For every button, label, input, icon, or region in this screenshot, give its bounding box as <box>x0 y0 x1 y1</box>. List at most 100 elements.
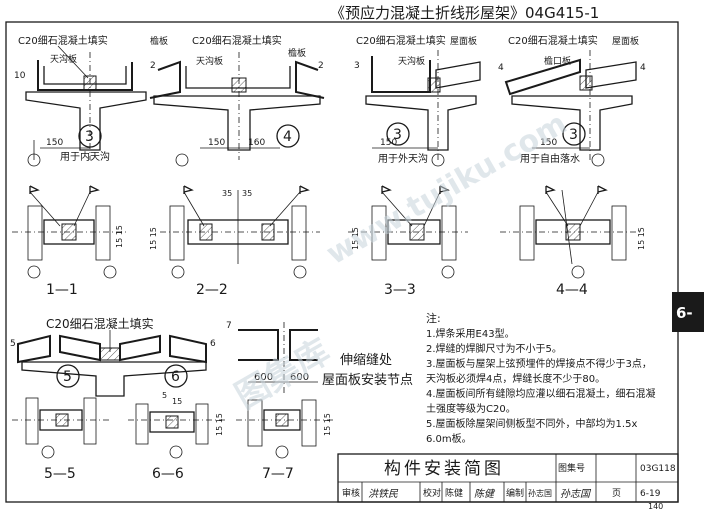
page-title: 《预应力混凝土折线形屋架》04G415-1 <box>330 4 599 22</box>
detail-3-roof-label: 屋面板 <box>450 35 477 47</box>
detail-7-dim-right: 600 <box>290 372 309 383</box>
detail-4-fill-note: C20细石混凝土填实 <box>508 34 598 47</box>
section-2-2-label: 2—2 <box>196 282 228 298</box>
detail-2: 檐板 C20细石混凝土填实 檐板 天沟板 2 2 150 160 4 <box>149 34 325 167</box>
detail-7-dim-left: 600 <box>254 372 273 383</box>
section-2-2: 35 35 15 15 2—2 <box>149 185 320 298</box>
review-signature: 洪铁民 <box>368 488 399 500</box>
detail-2-eave-right: 檐板 <box>288 47 306 59</box>
section-6-6: 5 15 15 15 6—6 <box>128 391 226 482</box>
detail-4-mark-left: 4 <box>498 63 504 73</box>
review-label: 审核 <box>342 487 360 499</box>
detail-2-gutter-label: 天沟板 <box>196 55 223 67</box>
note-line: 5.屋面板除屋架间侧板型不同外，中部均为1.5x <box>426 417 637 430</box>
atlas-number: 03G118 <box>640 464 676 474</box>
section-4-4: 15 15 4—4 <box>500 185 646 298</box>
detail-5-number: 5 <box>63 369 72 385</box>
section-3-3-label: 3—3 <box>384 282 416 298</box>
detail-1: C20细石混凝土填实 天沟板 10 150 3 用于内天沟 <box>14 34 147 167</box>
section-7-7-label: 7—7 <box>262 466 294 482</box>
drawing-title: 构件安装简图 <box>384 459 504 479</box>
detail-3-caption: 用于外天沟 <box>378 152 428 165</box>
detail-2-eave-left: 檐板 <box>150 35 168 47</box>
watermark-brand: 图集库 <box>229 331 337 417</box>
detail-3-gutter-label: 天沟板 <box>398 55 425 67</box>
detail-2-number: 4 <box>283 129 292 145</box>
page-code: 6-19 <box>640 489 661 499</box>
detail-3-number: 3 <box>393 127 402 143</box>
section-2-2-dim-a: 35 <box>222 189 232 198</box>
detail-3-mark: 3 <box>354 61 360 71</box>
note-line: 4.屋面板间所有缝隙均应灌以细石混凝土，细石混凝 <box>426 387 656 400</box>
section-7-7-dim-v: 15 15 <box>323 413 332 436</box>
watermark: www.tujiku.com 图集库 <box>229 106 573 417</box>
notes-heading: 注: <box>426 311 441 325</box>
watermark-site: www.tujiku.com <box>321 106 573 272</box>
section-3-3: 15 15 3—3 <box>348 185 468 298</box>
detail-5-mark: 5 <box>10 339 16 349</box>
detail-3-fill-note: C20细石混凝土填实 <box>356 34 446 47</box>
detail-4: C20细石混凝土填实 屋面板 4 4 檐口板 150 3 用于自由落水 <box>498 34 646 167</box>
section-5-5-label: 5—5 <box>44 466 76 482</box>
page-number: 140 <box>648 502 663 510</box>
detail-1-dim1: 10 <box>14 71 26 81</box>
section-5-5: 5—5 <box>12 397 110 482</box>
detail-1-number: 3 <box>85 129 94 145</box>
note-line: 3.屋面板与屋架上弦预埋件的焊接点不得少于3点， <box>426 357 652 370</box>
section-1-1-dim: 15 15 <box>115 225 124 248</box>
detail-5-6: C20细石混凝土填实 5 6 5 6 <box>10 316 216 397</box>
section-4-4-label: 4—4 <box>556 282 588 298</box>
section-6-6-label: 6—6 <box>152 466 184 482</box>
expansion-joint-subtitle: 屋面板安装节点 <box>322 373 413 388</box>
check-name: 陈健 <box>445 487 463 499</box>
detail-4-dim: 150 <box>540 138 557 148</box>
detail-4-eave-label: 檐口板 <box>544 55 571 67</box>
detail-4-caption: 用于自由落水 <box>520 152 580 165</box>
detail-5-6-fill-note: C20细石混凝土填实 <box>46 316 154 331</box>
detail-4-roof-label: 屋面板 <box>612 35 639 47</box>
design-label: 编制 <box>506 487 524 499</box>
section-1-1: 15 15 1—1 <box>12 185 126 298</box>
expansion-joint-title: 伸缩缝处 <box>340 352 392 368</box>
atlas-label: 图集号 <box>558 462 585 474</box>
section-7-7: 15 15 7—7 <box>236 399 334 482</box>
detail-2-dim1: 150 <box>208 138 225 148</box>
detail-7: 7 600 600 伸缩缝处 屋面板安装节点 <box>226 321 413 394</box>
detail-3-dim: 150 <box>380 138 397 148</box>
section-6-6-dim-a: 5 <box>162 391 167 400</box>
section-3-3-dim: 15 15 <box>351 227 360 250</box>
detail-6-number: 6 <box>171 369 180 385</box>
detail-1-gutter-label: 天沟板 <box>50 53 77 65</box>
section-1-1-label: 1—1 <box>46 282 78 298</box>
side-tab: 6- <box>676 304 693 322</box>
detail-2-mark-left: 2 <box>150 61 156 71</box>
page-label: 页 <box>612 488 621 499</box>
section-6-6-dim-b: 15 <box>172 397 182 406</box>
notes: 注: 1.焊条采用E43型。 2.焊缝的焊脚尺寸为不小于5。 3.屋面板与屋架上… <box>426 311 656 445</box>
design-name: 孙志国 <box>528 488 552 498</box>
detail-1-number-circle <box>78 124 102 148</box>
detail-1-dim2: 150 <box>46 138 63 148</box>
check-signature: 陈健 <box>474 488 496 500</box>
detail-5-circle <box>56 364 80 388</box>
section-4-4-dim: 15 15 <box>637 227 646 250</box>
design-signature: 孙志国 <box>560 488 592 500</box>
note-line: 1.焊条采用E43型。 <box>426 327 515 340</box>
detail-6-mark: 6 <box>210 339 216 349</box>
note-line: 6.0m板。 <box>426 432 472 445</box>
detail-2-dim2: 160 <box>248 138 265 148</box>
section-2-2-dim-b: 35 <box>242 189 252 198</box>
side-tab-box <box>672 292 704 332</box>
section-6-6-dim-v: 15 15 <box>215 413 224 436</box>
detail-3: C20细石混凝土填实 屋面板 3 天沟板 150 3 用于外天沟 <box>354 34 481 167</box>
note-line: 天沟板必须焊4点，焊缝长度不少于80。 <box>426 372 605 385</box>
section-2-2-dim-v: 15 15 <box>149 227 158 250</box>
detail-7-mark: 7 <box>226 321 232 331</box>
detail-4-mark-right: 4 <box>640 63 646 73</box>
detail-2-mark-right: 2 <box>318 61 324 71</box>
title-block: 构件安装简图 图集号 03G118 审核 洪铁民 校对 陈健 陈健 编制 孙志国… <box>337 453 679 503</box>
detail-4-number-circle <box>562 122 586 146</box>
note-line: 土强度等级为C20。 <box>426 402 516 415</box>
check-label: 校对 <box>423 487 441 499</box>
